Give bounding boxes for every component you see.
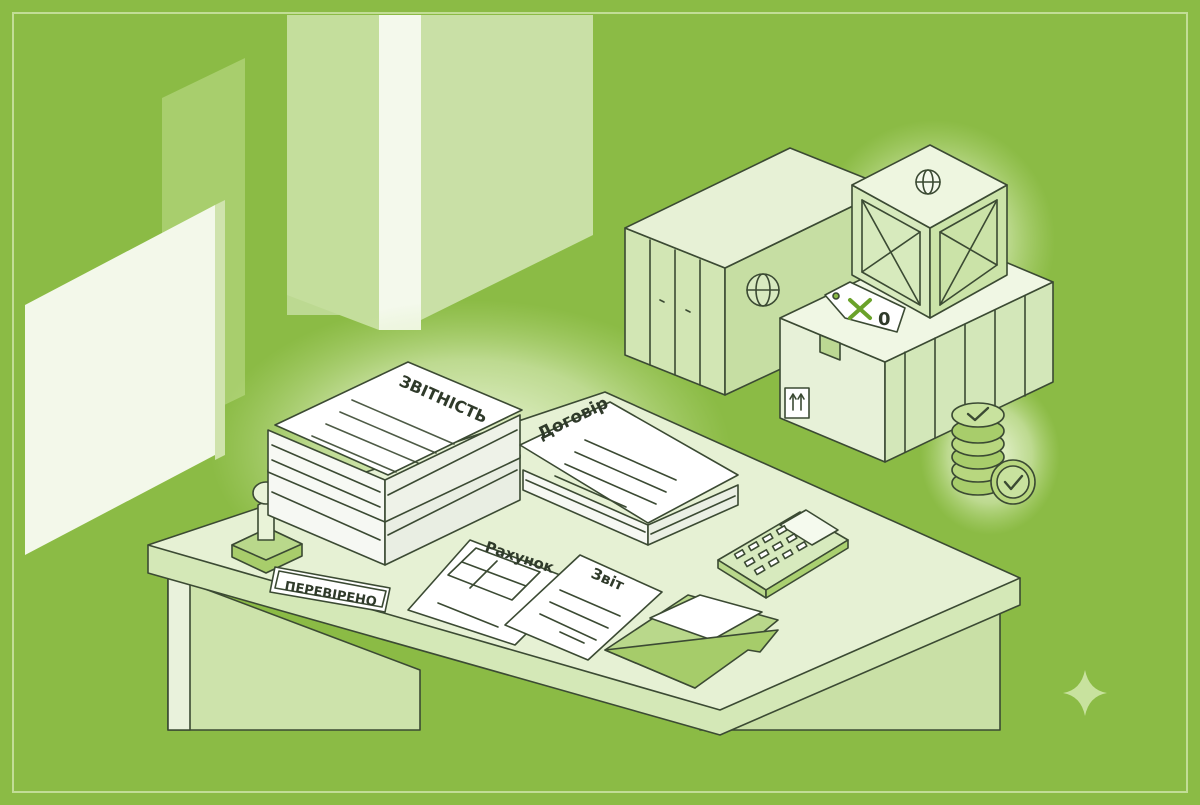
frame-border [12,12,1188,793]
coin-stack [951,402,1036,505]
report-sheet: Звіт [504,554,663,661]
folder [604,594,779,689]
wooden-crate [851,144,1008,319]
shipping-container [624,147,891,396]
background-panels [25,15,593,555]
price-tag-value: 0 [878,309,891,330]
calculator [717,509,849,599]
check-icon [1003,474,1024,491]
contract-stack: Договір [519,393,739,546]
this-side-up-icon [784,387,810,419]
rubber-stamp [231,481,303,574]
price-tag: 0 [824,281,906,333]
check-icon [966,406,990,422]
report-stack: ЗВІТНІСТЬ [267,361,523,566]
sparkle-icon [1063,670,1107,716]
